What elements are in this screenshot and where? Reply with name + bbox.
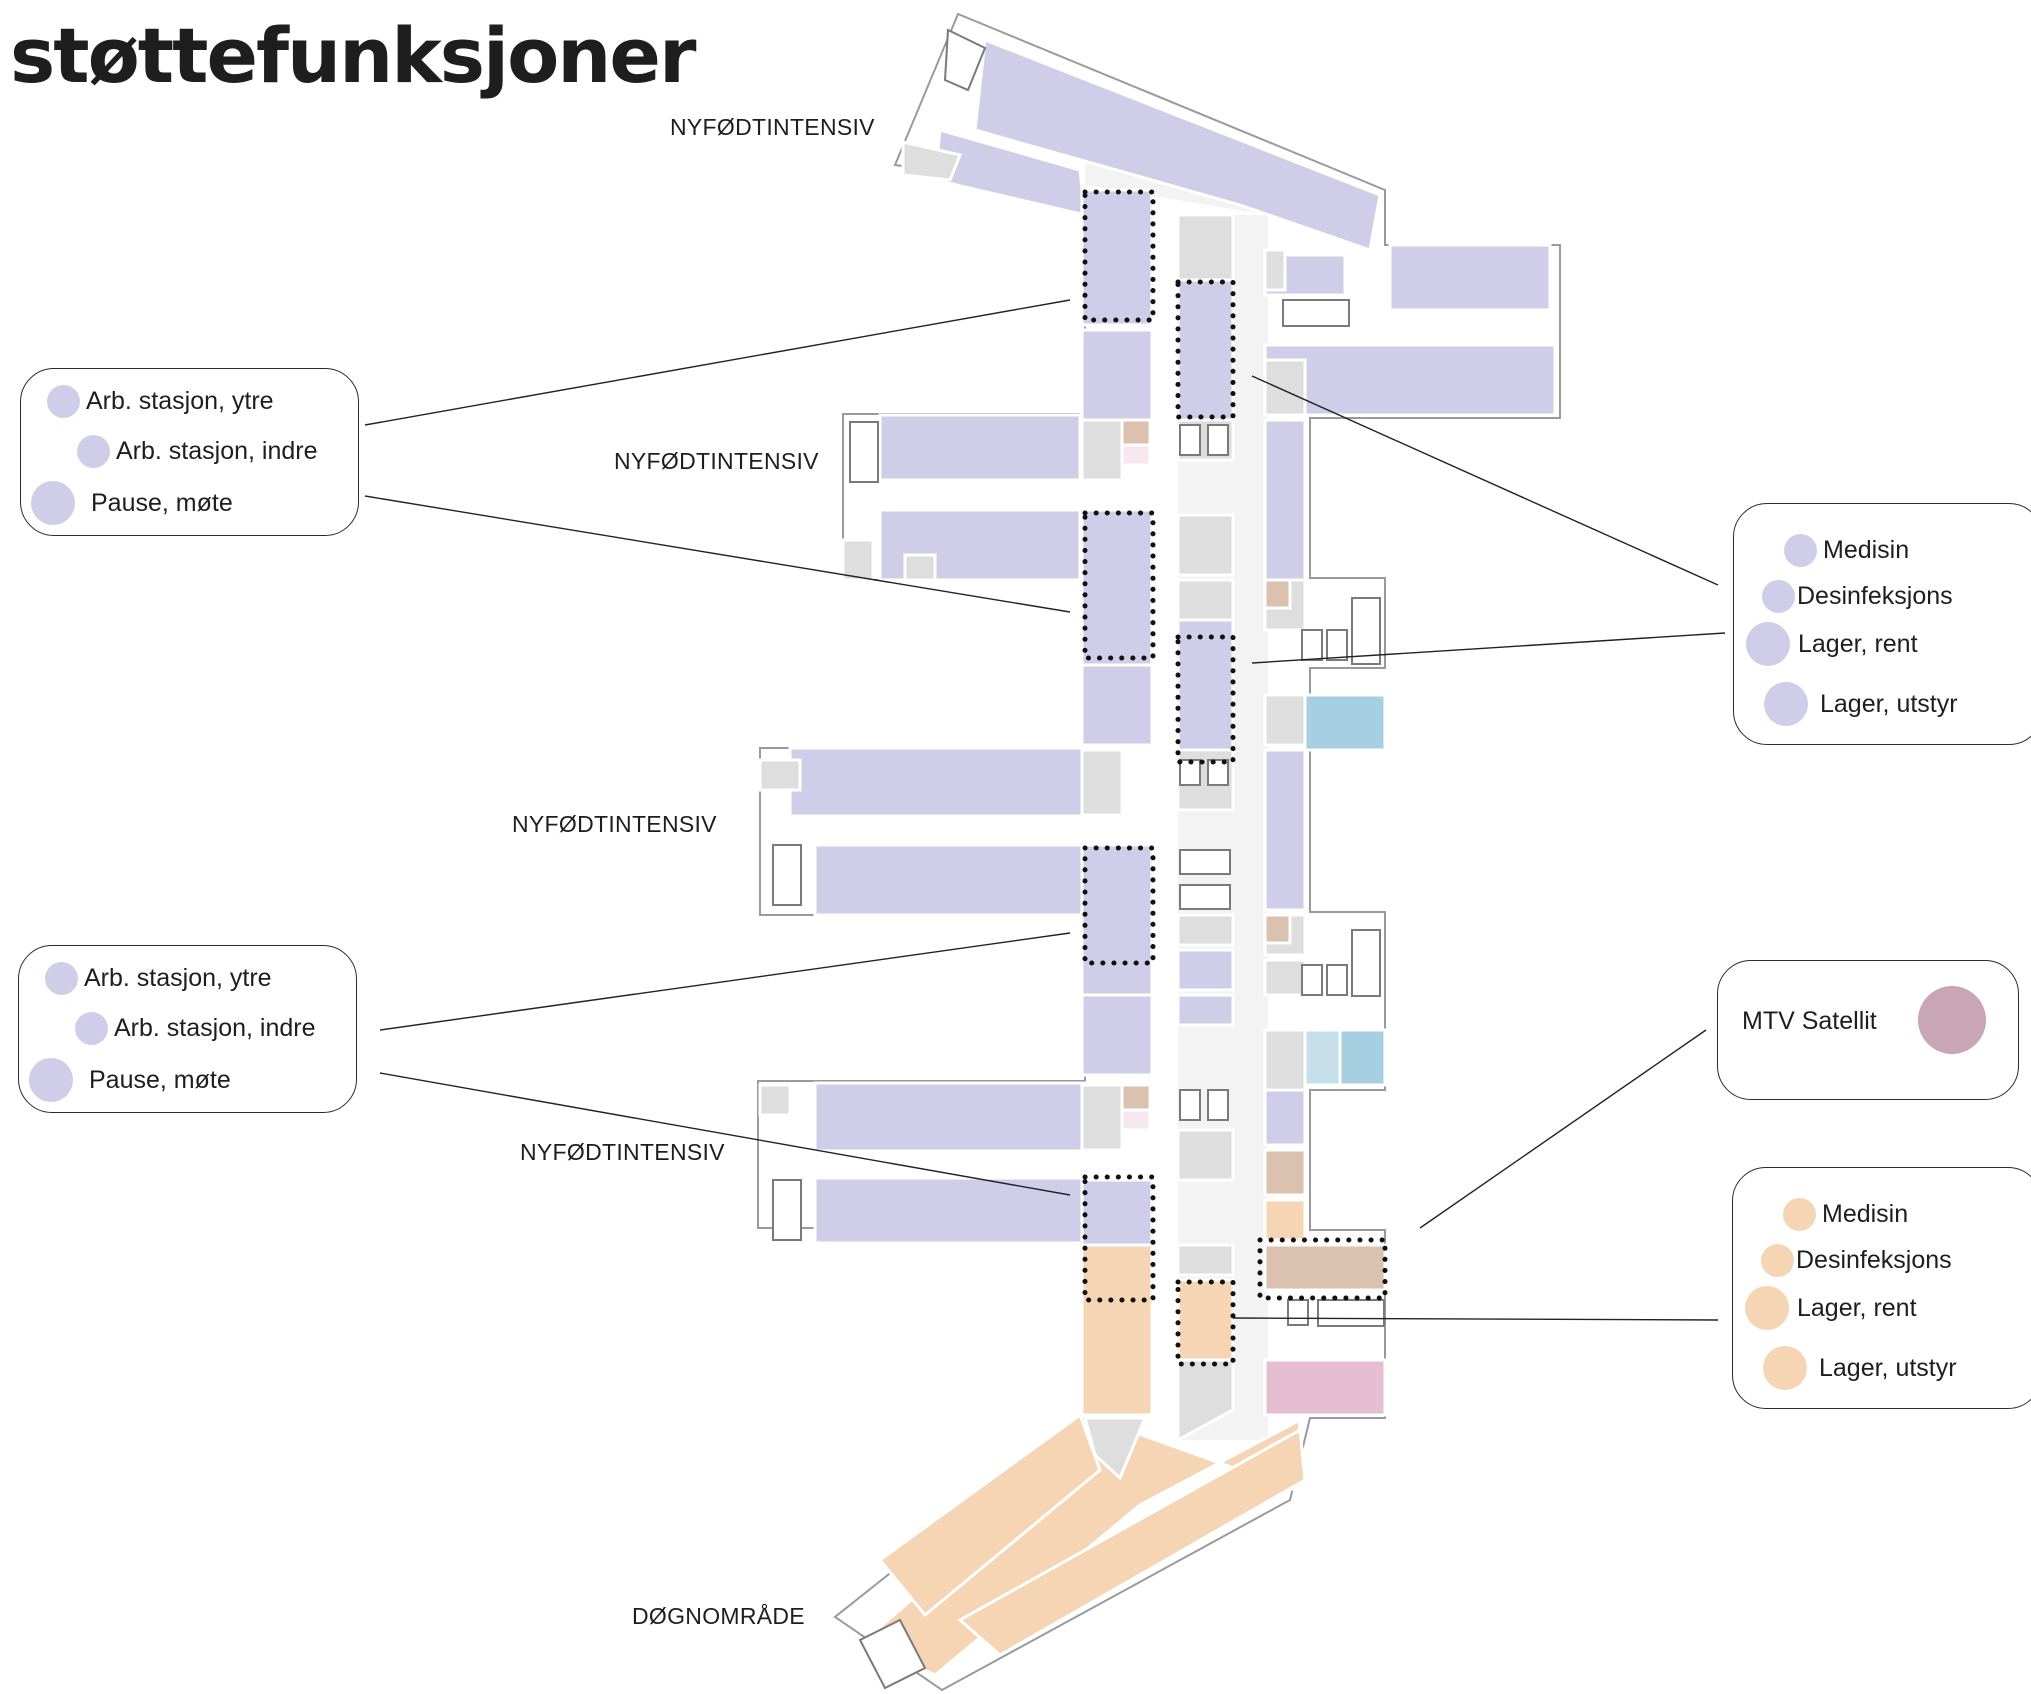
legend-item: Pause, møte [29,1058,231,1102]
orange-dot-icon [1761,1244,1794,1277]
legend-item: Arb. stasjon, ytre [47,385,274,418]
legend-item: Lager, utstyr [1764,682,1958,726]
area-label-nyfodtintensiv-2: NYFØDTINTENSIV [614,448,819,474]
legend-item: Lager, rent [1745,1286,1917,1330]
legend-item: Pause, møte [31,481,233,525]
legend-label: Lager, rent [1798,629,1918,658]
orange-dot-icon [1763,1346,1807,1390]
legend-label: Lager, utstyr [1820,689,1958,718]
legend-label: Arb. stasjon, ytre [84,964,272,992]
legend-mtv: MTV Satellit [1717,960,2019,1100]
legend-label: Arb. stasjon, ytre [86,387,274,415]
legend-item: Medisin [1783,1198,1908,1231]
legend-item: Arb. stasjon, ytre [45,962,272,995]
highlight-zones [1082,189,1388,1367]
purple-dot-icon [1762,580,1795,613]
legend-label: Arb. stasjon, indre [114,1014,316,1042]
legend-item: Desinfeksjons [1762,580,1953,613]
page-title: støttefunksjoner [10,11,696,100]
purple-dot-icon [29,1058,73,1102]
area-label-nyfodtintensiv-4: NYFØDTINTENSIV [520,1139,725,1165]
legend-item: Lager, utstyr [1763,1346,1957,1390]
legend-label: Desinfeksjons [1796,1246,1952,1274]
area-label-nyfodtintensiv-1: NYFØDTINTENSIV [670,114,875,140]
orange-dot-icon [1745,1286,1789,1330]
room-block-north-upper [973,37,1382,252]
legend-item: Arb. stasjon, indre [77,435,318,468]
legend-supply-orange: Medisin Desinfeksjons Lager, rent Lager,… [1732,1167,2031,1409]
stairs-and-lifts [772,28,1385,1690]
area-label-dognomrade: DØGNOMRÅDE [632,1603,805,1629]
legend-label: Arb. stasjon, indre [116,437,318,465]
purple-dot-icon [77,435,110,468]
legend-label: Lager, utstyr [1819,1353,1957,1382]
purple-dot-icon [75,1012,108,1045]
mauve-dot-icon [1918,986,1986,1054]
purple-dot-icon [45,962,78,995]
legend-item: Medisin [1784,534,1909,567]
legend-label: Pause, møte [89,1065,231,1094]
purple-dot-icon [1764,682,1808,726]
orange-dot-icon [1783,1198,1816,1231]
purple-dot-icon [47,385,80,418]
legend-label: Pause, møte [91,488,233,517]
purple-dot-icon [31,481,75,525]
legend-workstations-lower: Arb. stasjon, ytre Arb. stasjon, indre P… [18,945,357,1113]
legend-label: Medisin [1823,536,1910,564]
legend-label: Lager, rent [1797,1293,1917,1322]
area-label-nyfodtintensiv-3: NYFØDTINTENSIV [512,811,717,837]
legend-item: Lager, rent [1746,622,1918,666]
legend-label: Medisin [1822,1200,1909,1228]
purple-dot-icon [1746,622,1790,666]
mtv-label: MTV Satellit [1742,1007,1877,1035]
legend-label: Desinfeksjons [1797,582,1953,610]
legend-supply-purple: Medisin Desinfeksjons Lager, rent Lager,… [1733,503,2031,745]
legend-item: Arb. stasjon, indre [75,1012,316,1045]
leader-lines [364,299,1726,1321]
legend-workstations-upper: Arb. stasjon, ytre Arb. stasjon, indre P… [20,368,359,536]
purple-dot-icon [1784,534,1817,567]
legend-item: Desinfeksjons [1761,1244,1952,1277]
